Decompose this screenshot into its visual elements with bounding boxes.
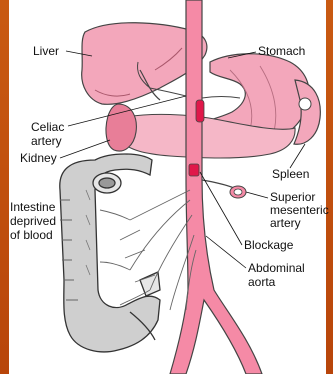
label-intestine-1: Intestine [10, 200, 56, 214]
leader-blockage [200, 172, 242, 245]
label-intestine-2: deprived [10, 214, 56, 228]
label-abdominal-2: aorta [248, 275, 276, 289]
label-celiac-1: Celiac [31, 120, 64, 134]
label-liver: Liver [33, 44, 59, 58]
label-stomach: Stomach [258, 44, 305, 58]
label-blockage: Blockage [244, 238, 294, 252]
label-abdominal-1: Abdominal [248, 261, 305, 275]
intestine [60, 154, 160, 352]
label-superior-2: mesenteric [270, 203, 329, 217]
leader-spleen [290, 144, 305, 168]
label-kidney: Kidney [20, 151, 57, 165]
leader-kidney [60, 140, 110, 158]
label-intestine-3: of blood [10, 228, 53, 242]
label-superior-1: Superior [270, 190, 315, 204]
label-spleen: Spleen [272, 167, 309, 181]
label-celiac-2: artery [31, 134, 62, 148]
kidney [106, 104, 136, 151]
leader-superior [246, 192, 268, 198]
label-superior-3: artery [270, 216, 301, 230]
blockage [189, 164, 199, 176]
